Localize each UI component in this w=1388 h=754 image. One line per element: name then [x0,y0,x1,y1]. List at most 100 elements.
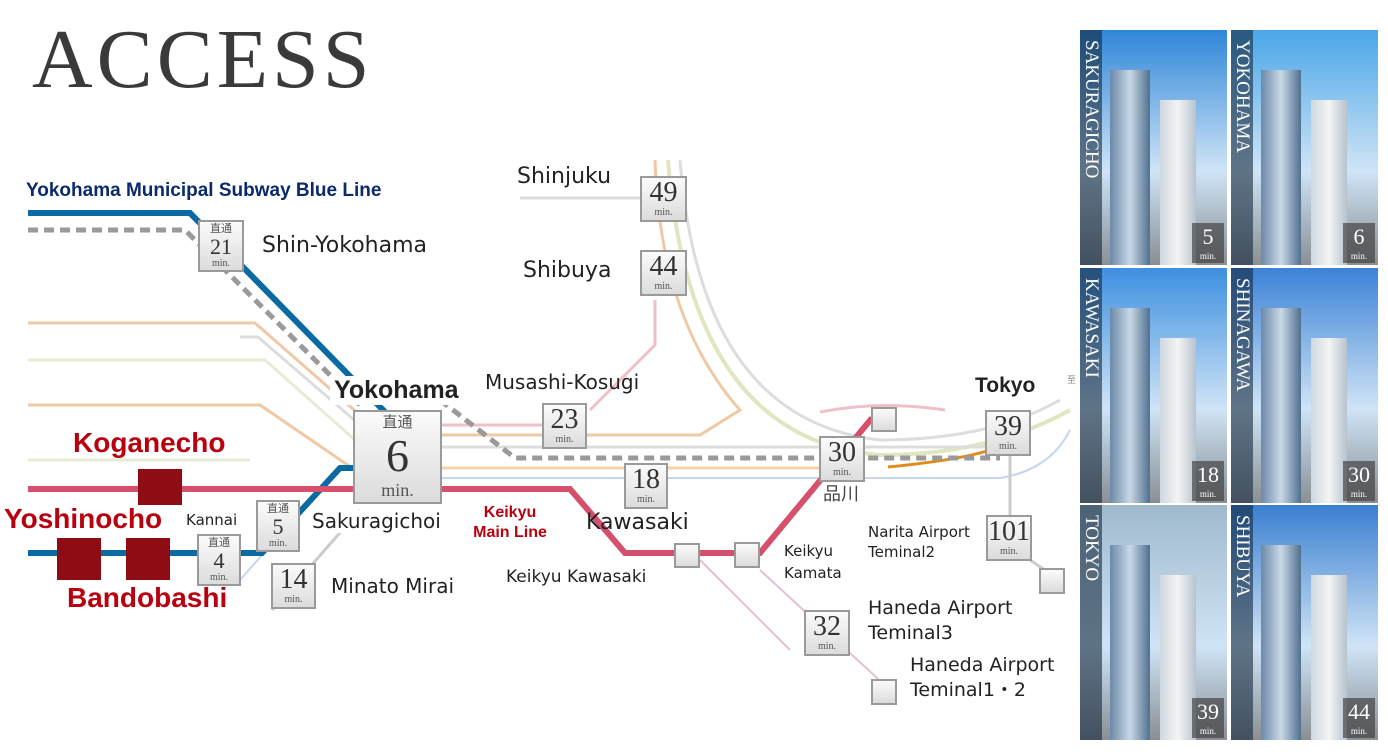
min-label: min. [284,594,303,605]
min-label: min. [817,641,837,652]
station-label-haneda12: Haneda Airport Teminal1・2 [910,654,1055,701]
photo-shibuya[interactable]: SHIBUYA 44 min. [1231,505,1378,740]
time-value: 49 [649,177,678,208]
photo-time-value: 44 [1348,699,1370,724]
photo-station-name: SAKURAGICHO [1080,30,1102,265]
station-label-shinjuku: Shinjuku [517,164,612,189]
station-label-yoshinocho: Yoshinocho [4,503,163,534]
min-label: min. [998,441,1018,452]
time-value: 21 [210,234,232,259]
keikyu-line-label: Keikyu Main Line [468,503,552,543]
station-box-keikyu-kamata[interactable] [734,542,760,568]
photo-time-badge: 44 min. [1343,698,1375,738]
min-label: min. [209,572,229,583]
min-label: min. [1199,489,1217,499]
station-label-shin-yokohama: Shin-Yokohama [262,233,428,258]
station-label-narita: Narita Airport Teminal2 [868,523,970,561]
yoshinocho-station-marker[interactable] [57,538,101,580]
min-label: min. [999,546,1019,557]
min-label: min. [1199,726,1217,736]
station-label-sakuragicho: Sakuragichoi [312,509,441,533]
direction-mark: 至 [1067,376,1077,386]
station-box-narita[interactable] [1039,568,1065,594]
station-label-koganecho: Koganecho [73,427,226,458]
station-label-keikyu-kamata: Keikyu Kamata [784,540,854,584]
min-label: min. [654,207,673,218]
photo-time-value: 5 [1202,224,1214,249]
time-value: 6 [386,430,409,481]
time-value: 44 [649,251,678,282]
building-image [1110,70,1150,265]
min-label: min. [211,258,231,269]
min-label: min. [654,281,673,292]
time-value: 14 [279,564,308,595]
direct-label: 直通 [210,223,232,235]
time-value: 18 [632,464,660,495]
building-image [1311,100,1347,265]
station-box-shinagawa-north[interactable] [871,407,897,432]
page-title: ACCESS [32,13,374,106]
photo-time-badge: 18 min. [1192,461,1224,501]
photo-time-value: 30 [1348,462,1370,487]
time-value: 23 [550,404,579,435]
building-image [1110,308,1150,503]
min-label: min. [832,467,852,478]
building-image [1311,338,1347,503]
photo-time-badge: 30 min. [1343,461,1375,501]
min-label: min. [381,480,414,500]
station-box-keikyu-kawasaki[interactable] [674,543,700,568]
time-value: 5 [272,514,284,539]
building-image [1160,575,1196,740]
time-value: 4 [213,548,225,573]
station-label-minato-mirai: Minato Mirai [331,574,455,598]
station-label-shinagawa: 品川 [823,484,859,505]
station-label-bandobashi: Bandobashi [67,582,228,613]
station-label-haneda3: Haneda Airport Teminal3 [868,597,1013,644]
koganecho-station-marker[interactable] [138,469,182,505]
keikyu-line-text: Keikyu Main Line [473,504,547,541]
photo-shinagawa[interactable]: SHINAGAWA 30 min. [1231,268,1378,503]
photo-station-name: YOKOHAMA [1231,30,1253,265]
min-label: min. [1350,489,1368,499]
building-image [1261,70,1301,265]
station-label-musashi-kosugi: Musashi-Kosugi [485,370,640,394]
photo-station-name: SHINAGAWA [1231,268,1253,503]
building-image [1110,545,1150,740]
station-label-kawasaki: Kawasaki [586,510,689,535]
building-image [1261,308,1301,503]
photo-station-name: SHIBUYA [1231,505,1253,740]
building-image [1311,575,1347,740]
min-label: min. [636,494,656,505]
station-label-yokohama: Yokohama [330,376,463,405]
station-label-tokyo: Tokyo [975,374,1036,397]
min-label: min. [268,538,288,549]
photo-time-value: 39 [1197,699,1219,724]
bandobashi-station-marker[interactable] [126,538,170,580]
photo-time-badge: 39 min. [1192,698,1224,738]
min-label: min. [1350,726,1368,736]
time-value: 30 [828,437,856,468]
photo-tokyo[interactable]: TOKYO 39 min. [1080,505,1227,740]
photo-station-name: TOKYO [1080,505,1102,740]
station-box-haneda12[interactable] [871,679,897,705]
photo-time-value: 6 [1353,224,1365,249]
photo-time-value: 18 [1197,462,1219,487]
